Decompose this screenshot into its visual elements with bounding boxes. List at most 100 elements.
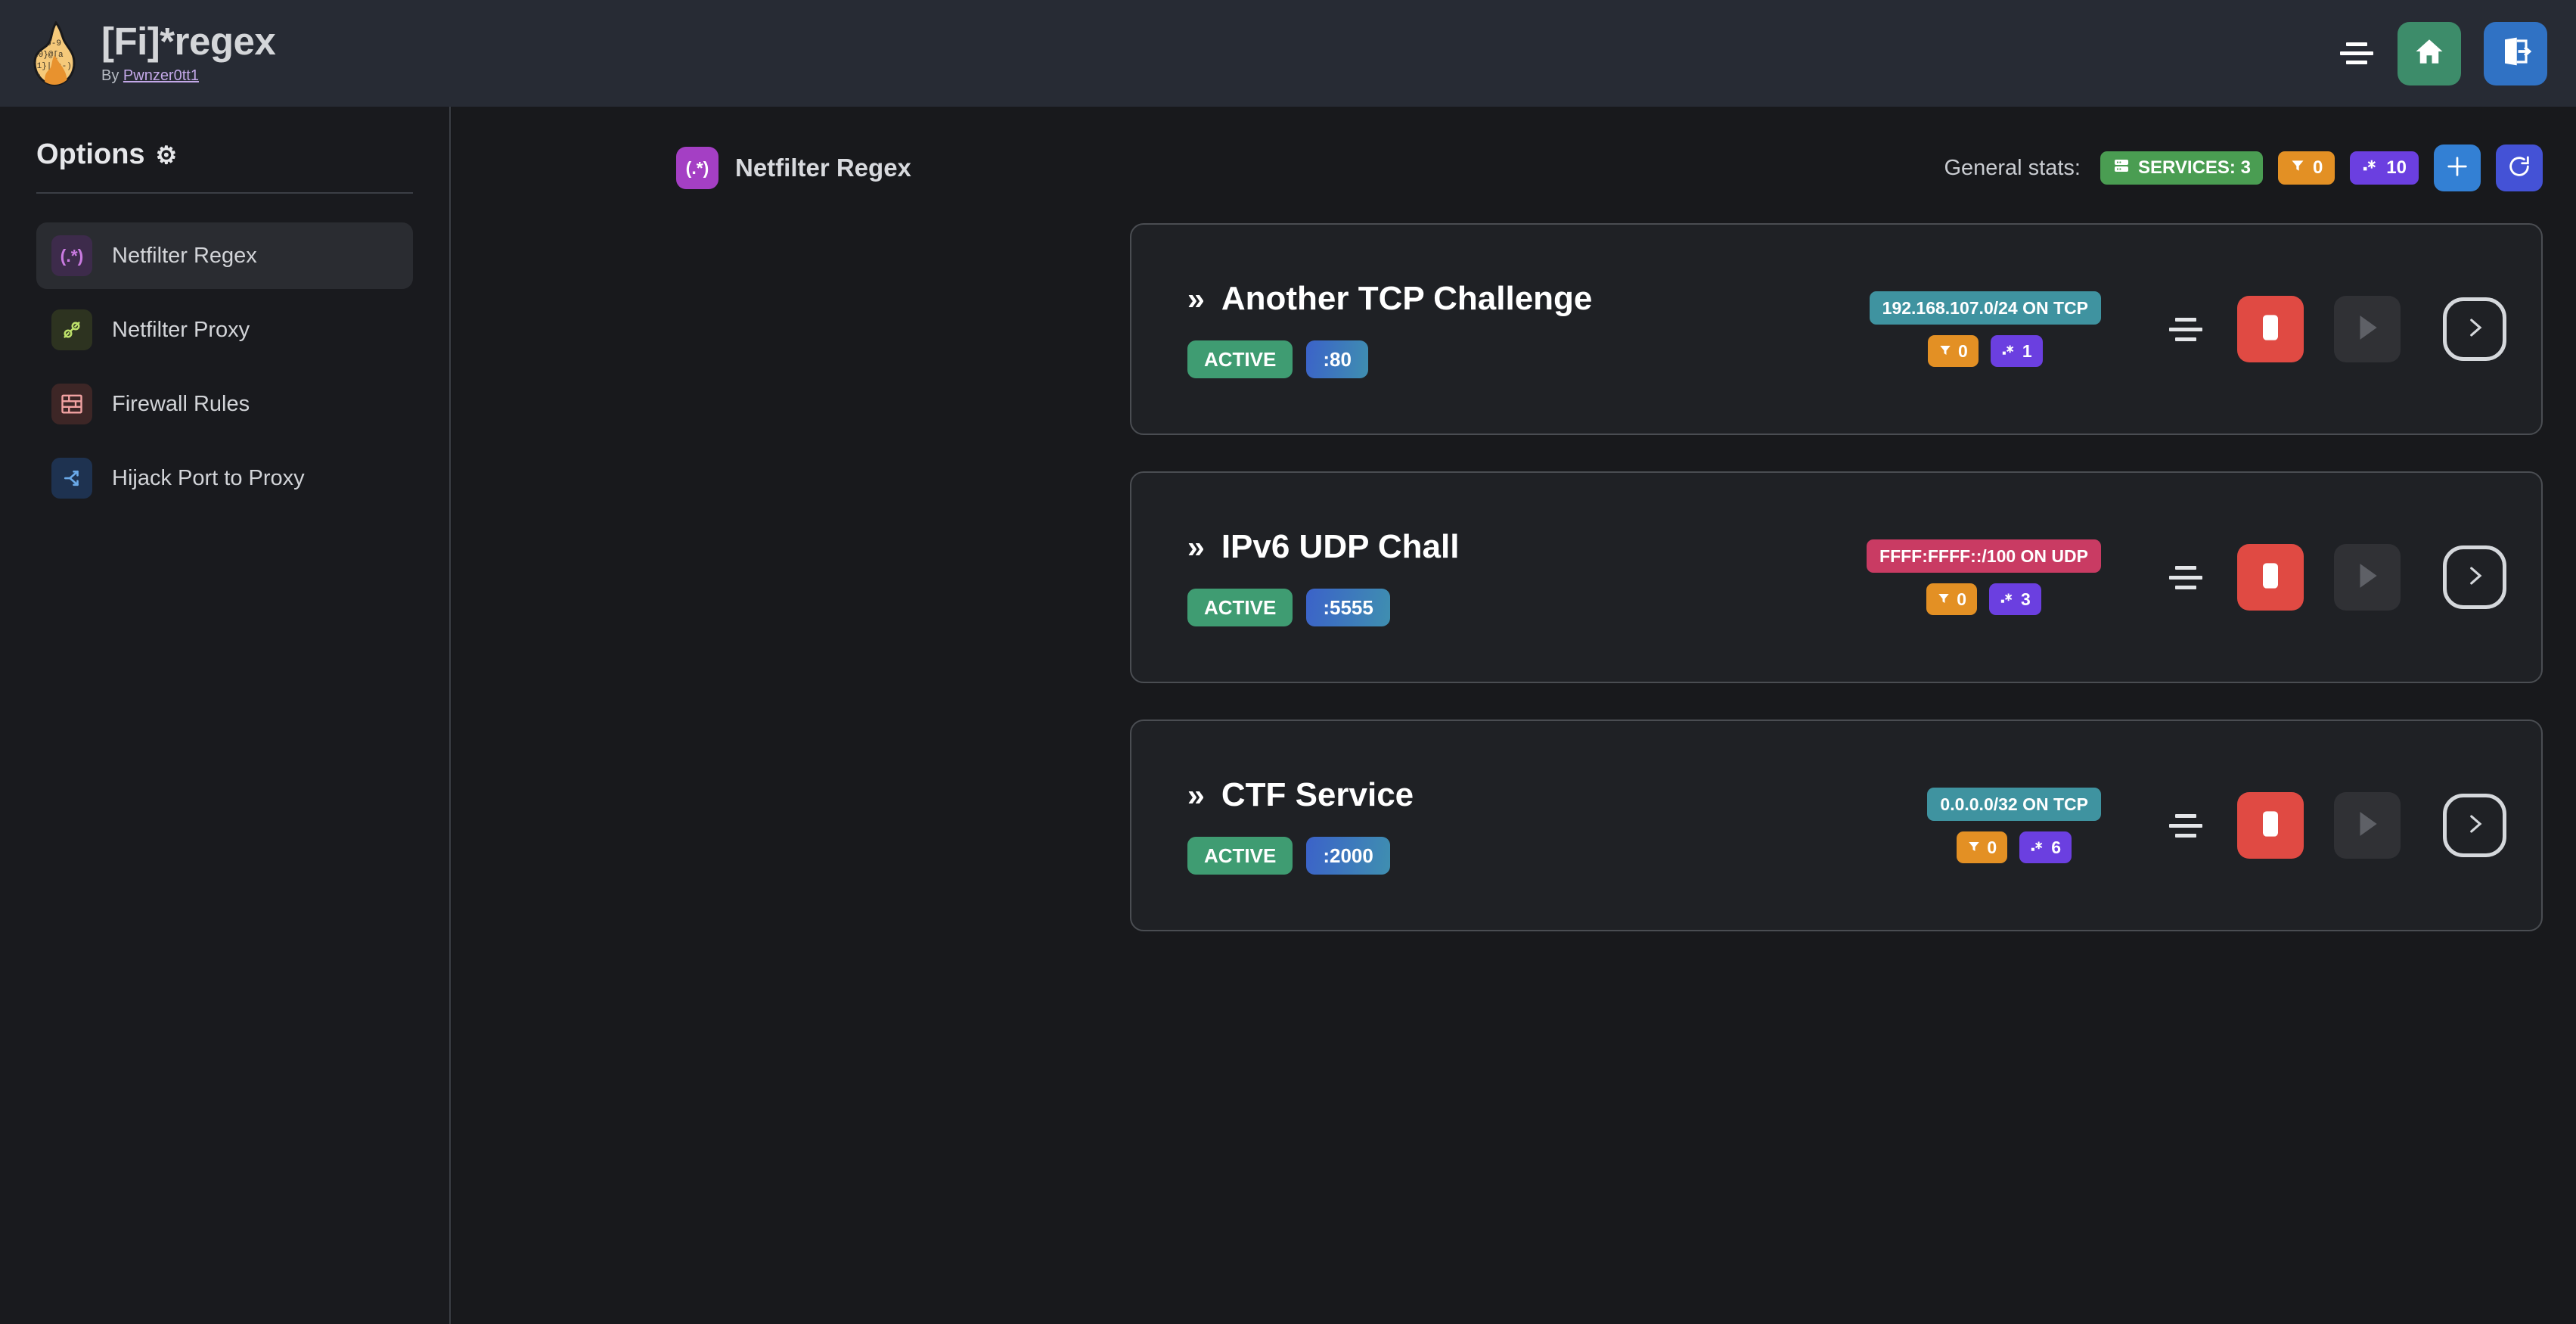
status-badge: ACTIVE <box>1187 837 1293 875</box>
chevron-right-icon <box>2462 315 2488 344</box>
service-card[interactable]: » Another TCP Challenge ACTIVE :80 192.1… <box>1130 223 2543 435</box>
service-name: IPv6 UDP Chall <box>1221 528 1460 565</box>
service-network-stats: 0.0.0.0/32 ON TCP 0 6 <box>1927 788 2101 863</box>
brick-wall-icon <box>51 384 92 424</box>
sidebar-item-netfilter-proxy[interactable]: Netfilter Proxy <box>36 297 413 363</box>
top-header-bar: -z0-9 20}@[a {1}|[a-)-9] {1 -z] [Fi]*reg… <box>0 0 2576 107</box>
service-network-stats: 192.168.107.0/24 ON TCP 0 1 <box>1869 291 2101 367</box>
service-card[interactable]: » IPv6 UDP Chall ACTIVE :5555 FFFF:FFFF:… <box>1130 471 2543 683</box>
service-controls: 0.0.0.0/32 ON TCP 0 6 <box>1927 788 2506 863</box>
network-sub-stats: 0 6 <box>1957 831 2072 863</box>
play-icon <box>2354 313 2380 346</box>
filter-icon <box>2290 157 2305 179</box>
service-info: » Another TCP Challenge ACTIVE :80 <box>1187 280 1592 378</box>
sidebar: Options ⚙ (.*) Netfilter Regex Netfilter… <box>0 107 451 1324</box>
service-details-button[interactable] <box>2443 794 2506 857</box>
brand: -z0-9 20}@[a {1}|[a-)-9] {1 -z] [Fi]*reg… <box>27 20 276 86</box>
filter-icon <box>1967 838 1981 858</box>
stop-icon <box>2258 809 2283 843</box>
byline-prefix: By <box>101 67 123 84</box>
service-info: » IPv6 UDP Chall ACTIVE :5555 <box>1187 528 1459 626</box>
chevron-right-icon <box>2462 563 2488 592</box>
double-chevron-icon: » <box>1187 778 1205 813</box>
lines-icon[interactable] <box>2165 807 2207 844</box>
service-details-button[interactable] <box>2443 545 2506 609</box>
start-service-button[interactable] <box>2334 792 2401 859</box>
general-stats: General stats: SERVICES: 3 <box>1944 145 2543 191</box>
plug-icon <box>51 309 92 350</box>
service-regexes-badge: 6 <box>2019 831 2072 863</box>
service-badges: ACTIVE :2000 <box>1187 837 1414 875</box>
service-regexes-badge: 1 <box>1990 335 2043 367</box>
logout-icon <box>2500 36 2532 71</box>
sidebar-item-label: Netfilter Proxy <box>112 317 250 342</box>
service-filters-count: 0 <box>1957 589 1966 609</box>
plus-icon <box>2444 154 2470 183</box>
service-name: Another TCP Challenge <box>1221 280 1593 317</box>
filters-count-badge: 0 <box>2277 151 2335 185</box>
service-regexes-badge: 3 <box>1989 583 2041 615</box>
regex-dot-star-icon <box>2000 589 2015 610</box>
service-filters-badge: 0 <box>1926 583 1977 615</box>
double-chevron-icon: » <box>1187 281 1205 316</box>
network-badge: 0.0.0.0/32 ON TCP <box>1927 788 2101 821</box>
add-service-button[interactable] <box>2434 145 2481 191</box>
sidebar-item-label: Firewall Rules <box>112 391 250 416</box>
home-icon <box>2413 36 2445 71</box>
start-service-button[interactable] <box>2334 296 2401 362</box>
menu-icon[interactable] <box>2339 39 2375 69</box>
filter-icon <box>1938 341 1952 362</box>
play-icon <box>2354 810 2380 842</box>
stop-service-button[interactable] <box>2237 544 2304 611</box>
play-icon <box>2354 561 2380 594</box>
refresh-icon <box>2506 154 2532 183</box>
lines-icon[interactable] <box>2165 558 2207 596</box>
regex-icon: (.*) <box>51 235 92 276</box>
regex-dot-star-icon <box>2362 157 2379 179</box>
logout-button[interactable] <box>2484 21 2547 85</box>
chevron-right-icon <box>2462 811 2488 841</box>
app-title: [Fi]*regex <box>101 20 276 63</box>
gear-icon: ⚙ <box>155 141 178 169</box>
sidebar-item-netfilter-regex[interactable]: (.*) Netfilter Regex <box>36 222 413 289</box>
service-badges: ACTIVE :5555 <box>1187 589 1459 626</box>
service-details-button[interactable] <box>2443 297 2506 361</box>
port-badge: :2000 <box>1306 837 1390 875</box>
service-card[interactable]: » CTF Service ACTIVE :2000 0.0.0.0/32 ON… <box>1130 719 2543 931</box>
service-controls: 192.168.107.0/24 ON TCP 0 1 <box>1869 291 2506 367</box>
page-header: (.*) Netfilter Regex General stats: SERV… <box>676 145 2543 191</box>
service-regexes-count: 1 <box>2022 340 2032 361</box>
service-regexes-count: 6 <box>2051 837 2061 857</box>
stop-service-button[interactable] <box>2237 296 2304 362</box>
services-list: » Another TCP Challenge ACTIVE :80 192.1… <box>1130 223 2543 931</box>
flame-regex-logo-icon: -z0-9 20}@[a {1}|[a-)-9] {1 -z] <box>27 20 82 86</box>
stop-icon <box>2258 561 2283 595</box>
general-stats-label: General stats: <box>1944 155 2081 180</box>
network-badge: FFFF:FFFF::/100 ON UDP <box>1867 539 2101 573</box>
sidebar-item-hijack-port-to-proxy[interactable]: Hijack Port to Proxy <box>36 445 413 511</box>
author-link[interactable]: Pwnzer0tt1 <box>123 67 199 84</box>
double-chevron-icon: » <box>1187 530 1205 564</box>
service-filters-badge: 0 <box>1928 335 1979 367</box>
start-service-button[interactable] <box>2334 544 2401 611</box>
refresh-button[interactable] <box>2496 145 2543 191</box>
app-byline: By Pwnzer0tt1 <box>101 67 275 85</box>
service-filters-count: 0 <box>1958 340 1968 361</box>
svg-text:20}@[a: 20}@[a <box>33 51 64 60</box>
service-controls: FFFF:FFFF::/100 ON UDP 0 3 <box>1867 539 2506 615</box>
stop-service-button[interactable] <box>2237 792 2304 859</box>
regex-dot-star-icon <box>2001 341 2016 362</box>
service-regexes-count: 3 <box>2021 589 2031 609</box>
sidebar-divider <box>36 192 413 194</box>
port-badge: :5555 <box>1306 589 1390 626</box>
filter-icon <box>1937 589 1951 610</box>
home-button[interactable] <box>2398 21 2461 85</box>
sidebar-menu: (.*) Netfilter Regex Netfilter Proxy Fir… <box>0 222 449 511</box>
sidebar-item-label: Hijack Port to Proxy <box>112 465 305 490</box>
service-name: CTF Service <box>1221 776 1414 813</box>
lines-icon[interactable] <box>2165 310 2207 348</box>
sidebar-title: Options ⚙ <box>36 138 449 171</box>
service-info: » CTF Service ACTIVE :2000 <box>1187 776 1414 875</box>
sidebar-item-firewall-rules[interactable]: Firewall Rules <box>36 371 413 437</box>
network-sub-stats: 0 1 <box>1928 335 2043 367</box>
